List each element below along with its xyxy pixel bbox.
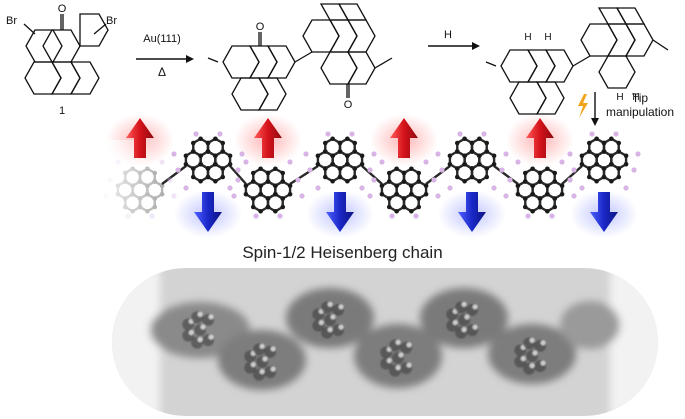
h-label-4: H: [632, 92, 639, 103]
stm-highlight: [529, 337, 535, 343]
reaction-arrow-2: [428, 42, 480, 50]
stm-highlight: [406, 342, 412, 348]
stm-highlight: [197, 311, 203, 317]
stm-highlight: [318, 320, 324, 326]
inter-unit-bond: [361, 165, 383, 185]
spin-down-arrow: [194, 192, 222, 232]
inter-unit-bond: [289, 164, 319, 186]
stm-highlight: [262, 356, 268, 362]
tip-label-line2: manipulation: [606, 105, 674, 119]
stm-highlight: [208, 314, 214, 320]
h-label-2: H: [544, 32, 551, 43]
stm-highlight: [406, 362, 412, 368]
molecule-unit: [567, 131, 641, 191]
compound-number: 1: [59, 105, 65, 117]
catalyst-label: Au(111): [143, 33, 181, 45]
stm-highlight: [540, 360, 546, 366]
stm-highlight: [472, 324, 478, 330]
stm-highlight: [197, 337, 203, 343]
carbonyl-oxygen-label: O: [58, 3, 67, 15]
stm-image: [112, 268, 658, 416]
chain-fade: [90, 140, 160, 220]
lightning-icon: [578, 94, 588, 118]
spin-up-arrows: [126, 118, 554, 158]
stm-highlight: [270, 366, 276, 372]
molecule-unit: [435, 131, 509, 191]
stm-highlight: [188, 330, 194, 336]
h-label-3: H: [616, 92, 623, 103]
inter-unit-bond: [161, 165, 187, 185]
chain-caption: Spin-1/2 Heisenberg chain: [242, 243, 443, 262]
stm-highlight: [270, 346, 276, 352]
spin-up-arrow: [126, 118, 154, 158]
hydrogenated-polymer: [485, 7, 669, 115]
stm-highlight: [464, 314, 470, 320]
stm-highlight: [200, 324, 206, 330]
inter-unit-bond: [425, 165, 451, 185]
ketone-oxygen-top: O: [256, 21, 265, 33]
stm-highlight: [327, 301, 333, 307]
molecule-unit: [171, 131, 245, 191]
tip-label-line1: Tip: [632, 91, 649, 105]
stm-highlight: [330, 314, 336, 320]
spin-down-arrow: [590, 192, 618, 232]
stm-highlight: [386, 358, 392, 364]
stm-highlight: [259, 343, 265, 349]
stm-highlight: [250, 362, 256, 368]
inter-unit-bond: [229, 165, 247, 185]
stm-highlight: [529, 363, 535, 369]
stm-highlight: [461, 327, 467, 333]
reactant-molecule: [23, 13, 109, 95]
stm-highlight: [395, 365, 401, 371]
tip-arrow: [591, 92, 599, 126]
stm-highlight: [520, 356, 526, 362]
spin-up-arrow: [254, 118, 282, 158]
stm-highlight: [398, 352, 404, 358]
stm-highlight: [327, 327, 333, 333]
stm-highlight: [395, 339, 401, 345]
inter-unit-bond: [493, 165, 519, 185]
stm-highlight: [338, 324, 344, 330]
ketone-polymer: [207, 3, 393, 111]
molecule-unit: [367, 159, 441, 219]
stm-highlight: [461, 301, 467, 307]
spin-up-arrow: [526, 118, 554, 158]
molecule-unit: [303, 131, 377, 191]
stm-highlight: [208, 334, 214, 340]
molecule-unit: [503, 159, 577, 219]
spin-down-arrows: [194, 192, 618, 232]
hydrogen-reagent-label: H: [444, 29, 452, 41]
molecule-unit: [231, 159, 305, 219]
spin-down-arrow: [458, 192, 486, 232]
stm-highlight: [540, 340, 546, 346]
spin-up-arrow: [390, 118, 418, 158]
h-label-1: H: [524, 32, 531, 43]
stm-highlight: [452, 320, 458, 326]
heat-symbol: Δ: [158, 65, 166, 79]
stm-highlight: [472, 304, 478, 310]
reaction-arrow-1: [136, 55, 194, 63]
spin-down-arrow: [326, 192, 354, 232]
ketone-oxygen-bottom: O: [344, 99, 353, 111]
bromine-right-label: Br: [106, 15, 117, 27]
stm-highlight: [338, 304, 344, 310]
inter-unit-bond: [561, 165, 583, 185]
stm-highlight: [532, 350, 538, 356]
bromine-left-label: Br: [6, 15, 17, 27]
stm-highlight: [259, 369, 265, 375]
